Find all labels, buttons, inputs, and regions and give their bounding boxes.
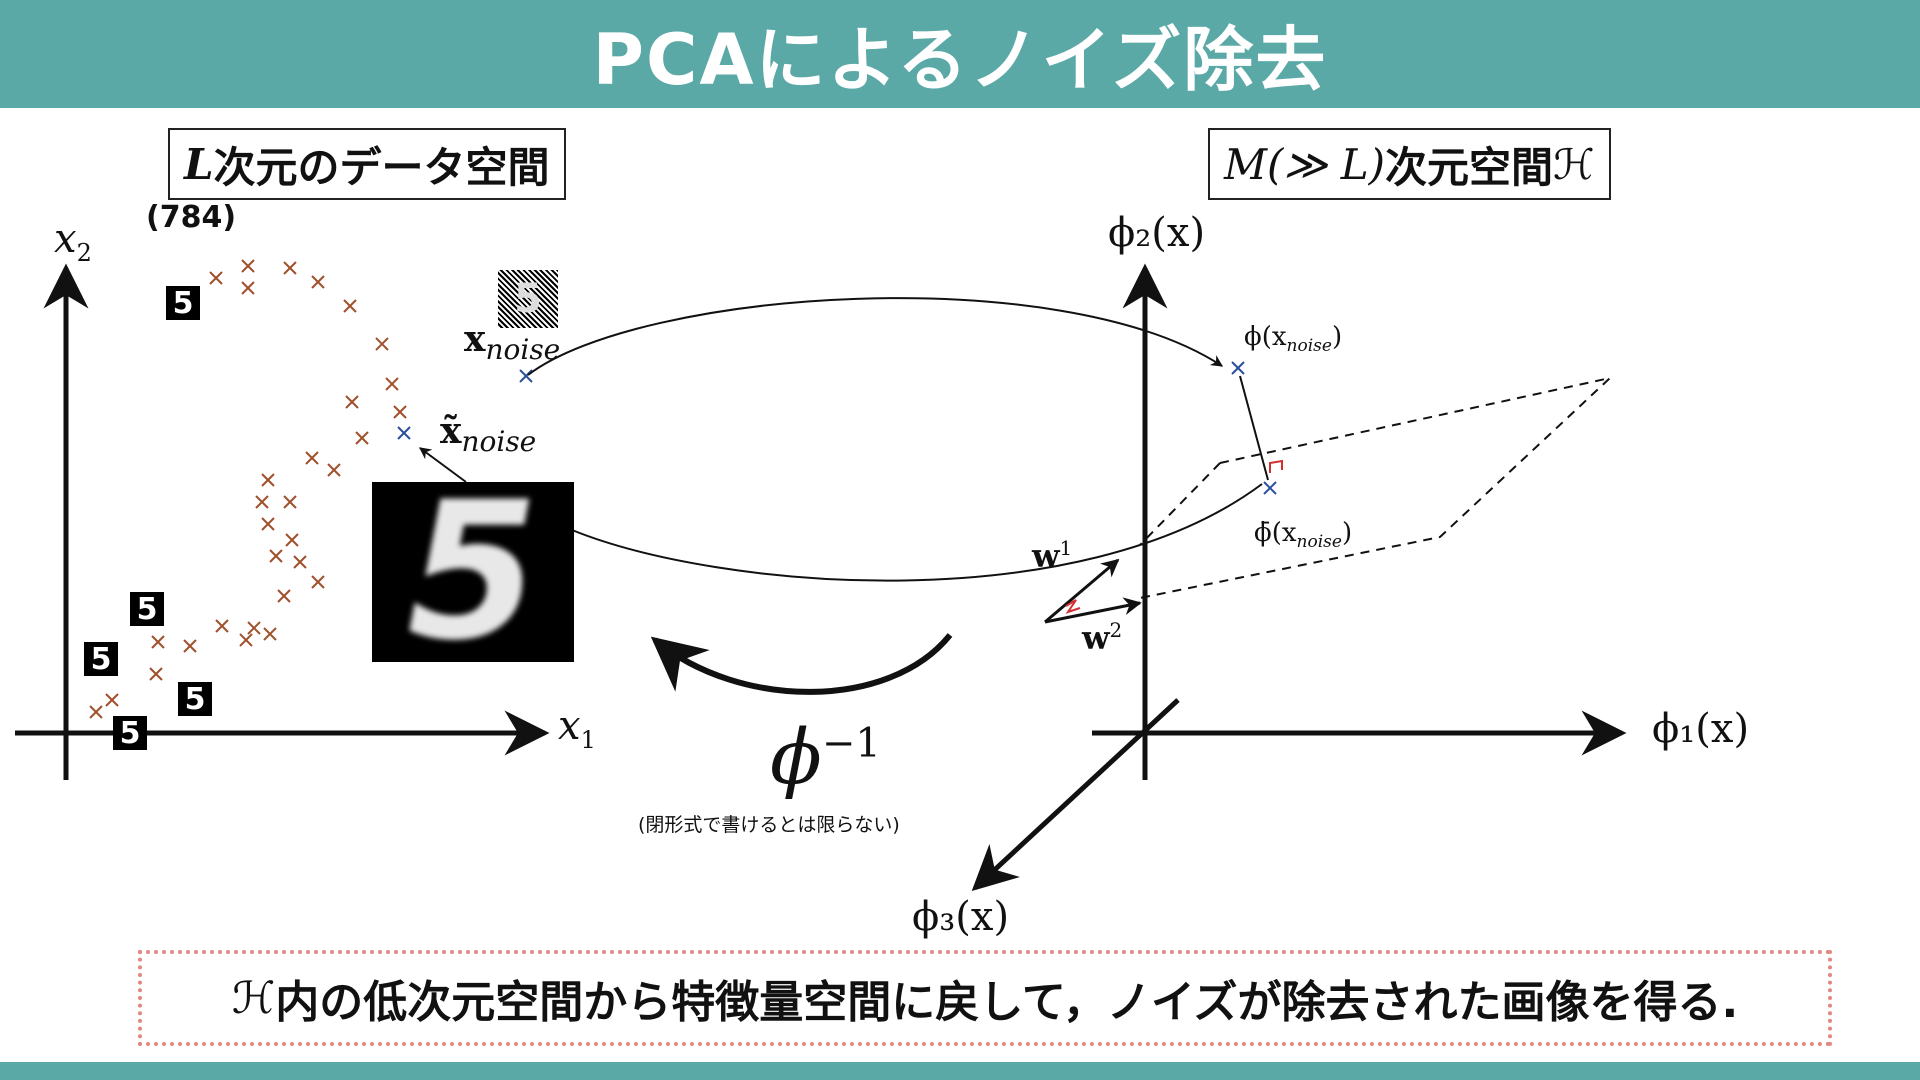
conclusion-symbol: ℋ <box>231 972 276 1024</box>
phi-bar-x-noise-label: ϕ̄(xnoise) <box>1254 518 1353 553</box>
phi2-axis-label: ϕ₂(x) <box>1108 210 1206 256</box>
data-space-label: L 次元のデータ空間 <box>168 128 566 200</box>
w2-label: w2 <box>1082 618 1123 657</box>
data-space-text: 次元のデータ空間 <box>213 142 550 192</box>
denoised-digit-image: 5 <box>372 477 574 667</box>
reconstruct-arrow <box>419 447 467 483</box>
noisy-digit-thumbnail: 5 <box>498 270 558 328</box>
digit-thumbnail: 5 <box>166 286 200 321</box>
basis-angle-mark <box>1065 599 1081 614</box>
data-points <box>89 259 407 719</box>
conclusion-box: ℋ 内の低次元空間から特徴量空間に戻して，ノイズが除去された画像を得る. <box>138 950 1832 1046</box>
right-angle-mark <box>1269 459 1283 473</box>
data-space-var: L <box>184 139 214 189</box>
conclusion-text: 内の低次元空間から特徴量空間に戻して，ノイズが除去された画像を得る. <box>275 977 1739 1028</box>
dimension-note: (784) <box>146 200 237 235</box>
digit-thumbnail: 5 <box>113 716 147 751</box>
phi-inverse-arrow <box>650 633 953 695</box>
phi-noise-cross <box>1231 361 1245 375</box>
feature-space-label: M(≫ L) 次元空間 ℋ <box>1208 128 1611 200</box>
slide-title: PCAによるノイズ除去 <box>0 0 1920 108</box>
subspace-plane <box>1139 376 1614 599</box>
w2-vector <box>1044 597 1142 624</box>
feature-space-var: M(≫ L) <box>1224 139 1385 189</box>
projection-line <box>1239 375 1269 481</box>
phi-inverse-label: ϕ−1 <box>770 712 881 801</box>
x-tilde-noise-label: x̃noise <box>440 410 537 459</box>
feature-space-text: 次元空間 <box>1385 142 1554 192</box>
phi-x-noise-label: ϕ(xnoise) <box>1244 322 1343 357</box>
projection-curve <box>571 483 1263 582</box>
w1-label: w1 <box>1032 536 1073 575</box>
w1-vector <box>1044 558 1120 624</box>
phi3-axis <box>971 698 1180 892</box>
x2-axis-label: x2 <box>54 216 92 267</box>
noise-point-cross <box>519 369 533 383</box>
closed-form-note: (閉形式で書けるとは限らない) <box>638 814 900 836</box>
x1-axis-label: x1 <box>558 703 596 754</box>
digit-thumbnail: 5 <box>130 592 164 627</box>
phi1-axis-label: ϕ₁(x) <box>1652 706 1750 752</box>
footer-bar <box>0 1062 1920 1080</box>
mapping-arrow <box>527 297 1224 376</box>
phi3-axis-label: ϕ₃(x) <box>912 894 1010 940</box>
denoised-point-cross <box>397 426 411 440</box>
digit-thumbnail: 5 <box>178 682 212 717</box>
digit-thumbnail: 5 <box>84 642 118 677</box>
x-noise-label: xnoise <box>464 318 561 367</box>
phi-bar-cross <box>1263 481 1277 495</box>
feature-space-symbol: ℋ <box>1553 139 1595 189</box>
